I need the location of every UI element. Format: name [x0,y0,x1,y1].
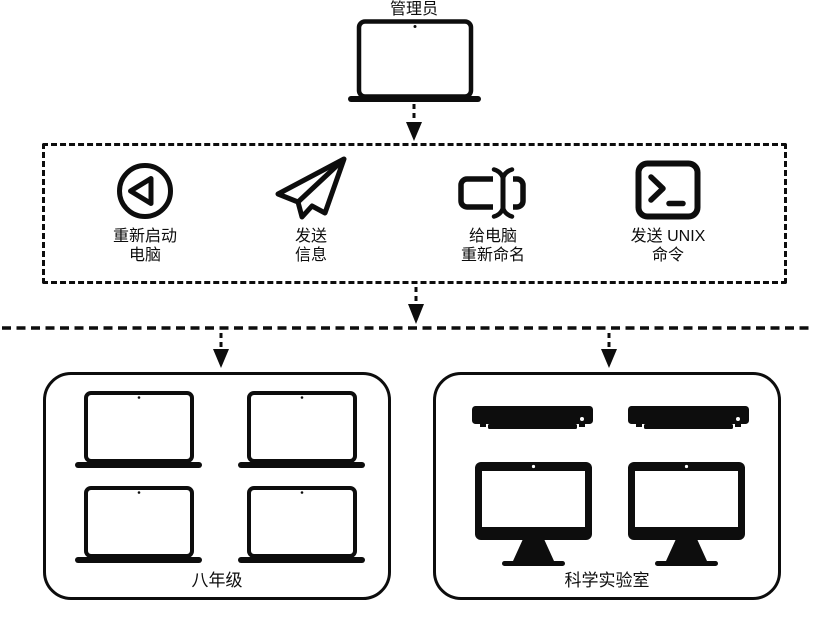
action-label: 发送 信息 [294,228,327,264]
group-grade-eight-label: 八年级 [191,571,243,590]
desktop-monitor-icon [628,462,745,566]
restart-icon [116,156,174,220]
action-send-message: 发送 信息 [226,156,396,265]
action-send-unix-command: 发送 UNIX 命令 [583,156,753,265]
rename-icon [458,156,528,220]
group-science-lab-label: 科学实验室 [564,571,650,590]
terminal-icon [635,156,701,220]
arrowhead [213,349,229,368]
desktop-monitor-icon [475,462,592,566]
paper-plane-icon [273,156,349,220]
mac-mini-icon [628,406,749,429]
laptop-icon [238,391,365,468]
arrowhead [406,122,422,141]
action-rename-computer: 给电脑 重新命名 [408,156,578,265]
arrowhead [408,304,424,324]
action-label: 重新启动 电脑 [112,228,177,264]
laptop-icon [75,391,202,468]
laptop-icon [238,486,365,563]
actions-panel [42,143,787,284]
action-restart-computer: 重新启动 电脑 [60,156,230,265]
action-label: 给电脑 重新命名 [460,228,525,264]
mac-mini-icon [472,406,593,429]
admin-laptop-icon [348,19,481,102]
laptop-icon [75,486,202,563]
action-label: 发送 UNIX 命令 [630,228,706,264]
arrowhead [601,349,617,368]
admin-label: 管理员 [389,1,438,18]
